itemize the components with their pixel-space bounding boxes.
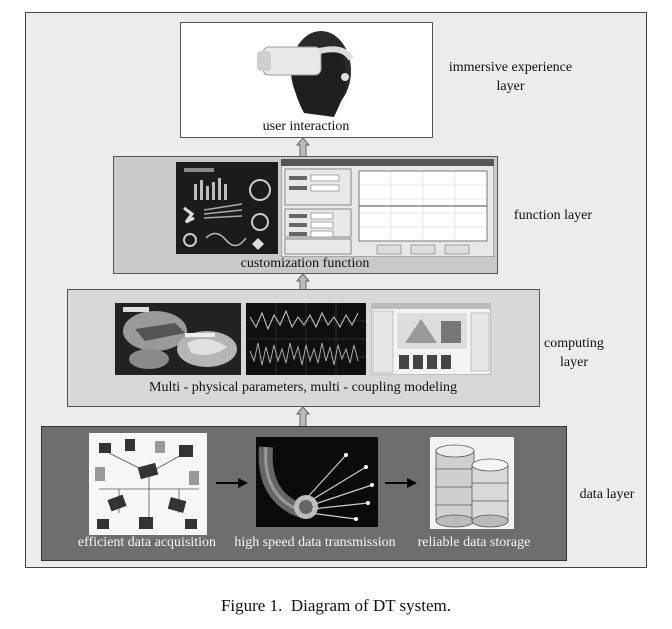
figure-caption: Figure 1. Diagram of DT system.: [220, 596, 452, 615]
data-layer-box: efficient data acquisition high speed da…: [41, 426, 567, 561]
data-acquisition-caption: efficient data acquisition: [77, 535, 217, 550]
dashboard-image: [176, 162, 278, 254]
data-layer-title: data layer: [579, 487, 635, 502]
arrow-acquisition-to-transmission: [216, 477, 248, 489]
simulation-software-image: [371, 303, 491, 375]
immersive-layer-box: user interaction: [180, 22, 433, 138]
arrow-transmission-to-storage: [385, 477, 417, 489]
computing-layer-box: Multi - physical parameters, multi - cou…: [67, 289, 540, 407]
computing-caption: Multi - physical parameters, multi - cou…: [149, 380, 457, 395]
function-layer-title: function layer: [513, 208, 593, 223]
function-caption: customization function: [240, 256, 370, 271]
data-storage-caption: reliable data storage: [417, 535, 531, 550]
immersive-layer-title: immersive experience layer: [448, 60, 573, 94]
arrow-function-to-immersive: [296, 137, 310, 157]
arrow-data-to-computing: [296, 406, 310, 427]
mechanical-model-image: [115, 303, 241, 375]
function-layer-box: customization function: [113, 156, 498, 274]
immersive-caption: user interaction: [262, 119, 350, 134]
data-transmission-caption: high speed data transmission: [234, 535, 396, 550]
fiber-cable-image: [256, 437, 378, 527]
vr-headset-image: [249, 25, 359, 117]
computing-layer-title: computing layer: [544, 336, 604, 370]
data-acquisition-image: [89, 433, 207, 535]
arrow-computing-to-function: [296, 273, 310, 290]
storage-disks-image: [430, 437, 514, 529]
config-software-window: [281, 159, 494, 257]
signal-waveform-image: [246, 303, 366, 375]
